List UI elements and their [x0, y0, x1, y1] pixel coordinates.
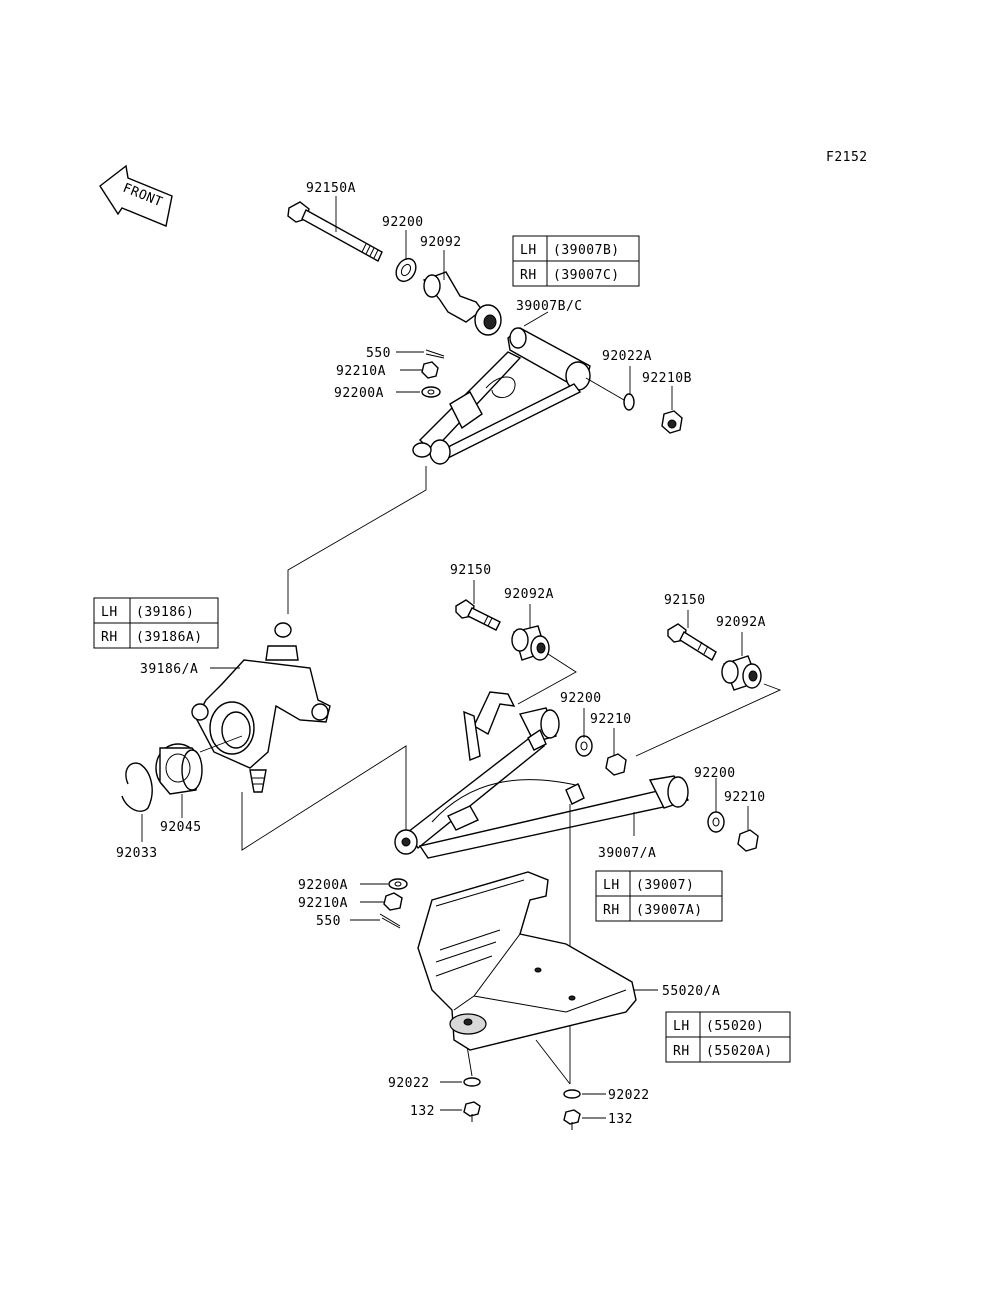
- label-lower-bushing-2: 92092A: [716, 615, 766, 630]
- label-lower-washer-1: 92200: [560, 691, 602, 706]
- table-upper-arm: LH (39007B) RH (39007C): [512, 235, 640, 287]
- svg-text:(39007C): (39007C): [553, 268, 620, 283]
- upper-cotter-pin: [425, 349, 445, 359]
- label-upper-washer-a: 92200A: [334, 386, 384, 401]
- circlip: [121, 762, 153, 812]
- upper-bushing: [422, 271, 502, 336]
- lower-bolt-1: [455, 599, 501, 631]
- lower-nut-1: [605, 753, 627, 776]
- table-guard: LH (55020) RH (55020A): [665, 1011, 791, 1063]
- label-upper-nut-b: 92210B: [642, 371, 692, 386]
- upper-washer: [395, 257, 417, 283]
- svg-text:RH: RH: [520, 268, 537, 283]
- svg-text:LH: LH: [101, 605, 118, 620]
- upper-a-arm: [412, 327, 591, 465]
- label-upper-cotter: 550: [366, 346, 391, 361]
- label-lower-arm: 39007/A: [598, 846, 656, 861]
- label-circlip: 92033: [116, 846, 158, 861]
- svg-text:LH: LH: [520, 243, 537, 258]
- lower-castle-nut: [383, 892, 403, 911]
- guard-washer-left: [463, 1077, 481, 1087]
- label-lower-nut-2: 92210: [724, 790, 766, 805]
- guard-bolt-right: [563, 1109, 581, 1130]
- label-bearing: 92045: [160, 820, 202, 835]
- label-guard: 55020/A: [662, 984, 720, 999]
- lower-washer-2: [707, 811, 725, 833]
- lower-bushing-1: [511, 625, 550, 661]
- svg-text:(55020A): (55020A): [706, 1044, 773, 1059]
- label-knuckle: 39186/A: [140, 662, 198, 677]
- lower-cotter-pin: [379, 913, 401, 929]
- label-lower-washer-2: 92200: [694, 766, 736, 781]
- label-lower-bolt-2: 92150: [664, 593, 706, 608]
- svg-text:LH: LH: [603, 878, 620, 893]
- svg-text:LH: LH: [673, 1019, 690, 1034]
- upper-leaders: [287, 196, 673, 614]
- svg-text:RH: RH: [673, 1044, 690, 1059]
- upper-bolt: [287, 201, 383, 262]
- a-arm-guard: [417, 871, 637, 1051]
- lower-washer-1: [575, 735, 593, 757]
- table-lower-arm: LH (39007) RH (39007A): [595, 870, 723, 922]
- lower-a-arm: [394, 691, 690, 859]
- svg-text:(39186): (39186): [136, 605, 194, 620]
- upper-washer-22a: [623, 393, 635, 411]
- label-lower-castle-nut: 92210A: [298, 896, 348, 911]
- label-guard-bolt-right: 132: [608, 1112, 633, 1127]
- guard-washer-right: [563, 1089, 581, 1099]
- label-lower-nut-1: 92210: [590, 712, 632, 727]
- upper-washer-a: [421, 386, 441, 398]
- lower-bolt-2: [667, 623, 717, 662]
- lower-nut-2: [737, 829, 759, 852]
- label-upper-washer: 92200: [382, 215, 424, 230]
- label-lower-washer-a: 92200A: [298, 878, 348, 893]
- guard-bolt-left: [463, 1101, 481, 1122]
- label-lower-bushing-1: 92092A: [504, 587, 554, 602]
- label-guard-bolt-left: 132: [410, 1104, 435, 1119]
- label-upper-arm: 39007B/C: [516, 299, 583, 314]
- lower-washer-a: [388, 878, 408, 890]
- label-guard-washer-left: 92022: [388, 1076, 430, 1091]
- lower-leaders: [199, 580, 782, 1085]
- svg-text:(39007A): (39007A): [636, 903, 703, 918]
- svg-text:RH: RH: [101, 630, 118, 645]
- svg-text:(39007): (39007): [636, 878, 694, 893]
- svg-text:RH: RH: [603, 903, 620, 918]
- label-upper-washer-22a: 92022A: [602, 349, 652, 364]
- table-knuckle: LH (39186) RH (39186A): [93, 597, 219, 649]
- wheel-bearing: [155, 743, 203, 795]
- label-lower-bolt-1: 92150: [450, 563, 492, 578]
- label-upper-bolt: 92150A: [306, 181, 356, 196]
- label-lower-cotter: 550: [316, 914, 341, 929]
- label-upper-bushing: 92092: [420, 235, 462, 250]
- svg-text:(55020): (55020): [706, 1019, 764, 1034]
- label-guard-washer-right: 92022: [608, 1088, 650, 1103]
- svg-text:(39186A): (39186A): [136, 630, 203, 645]
- svg-text:(39007B): (39007B): [553, 243, 620, 258]
- figure-code: F2152: [826, 150, 868, 165]
- lower-bushing-2: [721, 655, 762, 691]
- upper-castle-nut: [421, 361, 439, 379]
- label-upper-castle-nut: 92210A: [336, 364, 386, 379]
- knuckle-leaders: [141, 667, 240, 842]
- front-arrow-icon: FRONT: [99, 164, 173, 227]
